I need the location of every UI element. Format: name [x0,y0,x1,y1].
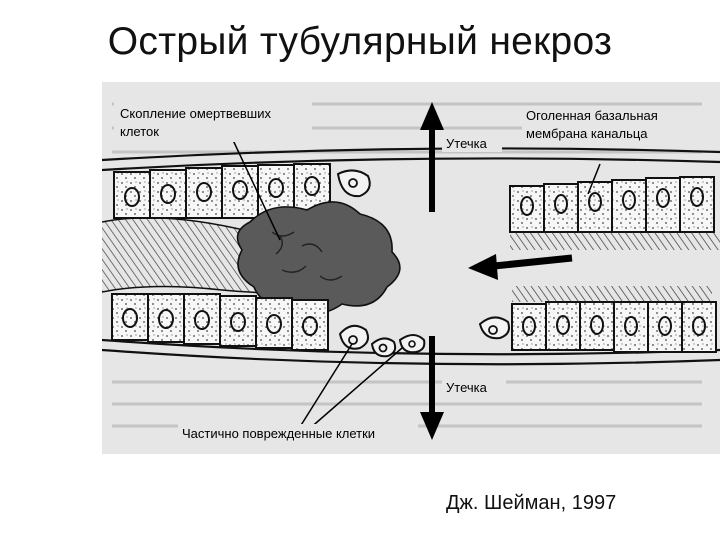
label-dead-cells-line2: клеток [120,124,159,139]
epithelial-cells-top-right [509,176,720,250]
label-damaged-cells: Частично поврежденные клетки [182,426,375,441]
epithelial-cells-bottom-left [111,293,329,351]
epithelial-cells-bottom-right [478,286,717,353]
label-leak-top: Утечка [446,136,488,151]
label-membrane-line2: мембрана канальца [526,126,648,141]
tubule-necrosis-figure: Скопление омертвевших клеток Утечка Огол… [102,82,720,454]
flow-arrow-left [468,254,573,280]
label-dead-cells-line1: Скопление омертвевших [120,106,271,121]
leader-lines [231,137,601,431]
slide-title: Острый тубулярный некроз [107,20,613,63]
label-membrane-line1: Оголенная базальная [526,108,658,123]
dead-cell-cluster [236,201,401,314]
damaged-cells-bottom [338,324,426,358]
leak-arrow-up [420,102,444,212]
credit-caption: Дж. Шейман, 1997 [446,492,617,514]
leak-arrow-down [420,336,444,440]
label-leak-bottom: Утечка [446,380,488,395]
basement-membrane-top [102,147,720,172]
